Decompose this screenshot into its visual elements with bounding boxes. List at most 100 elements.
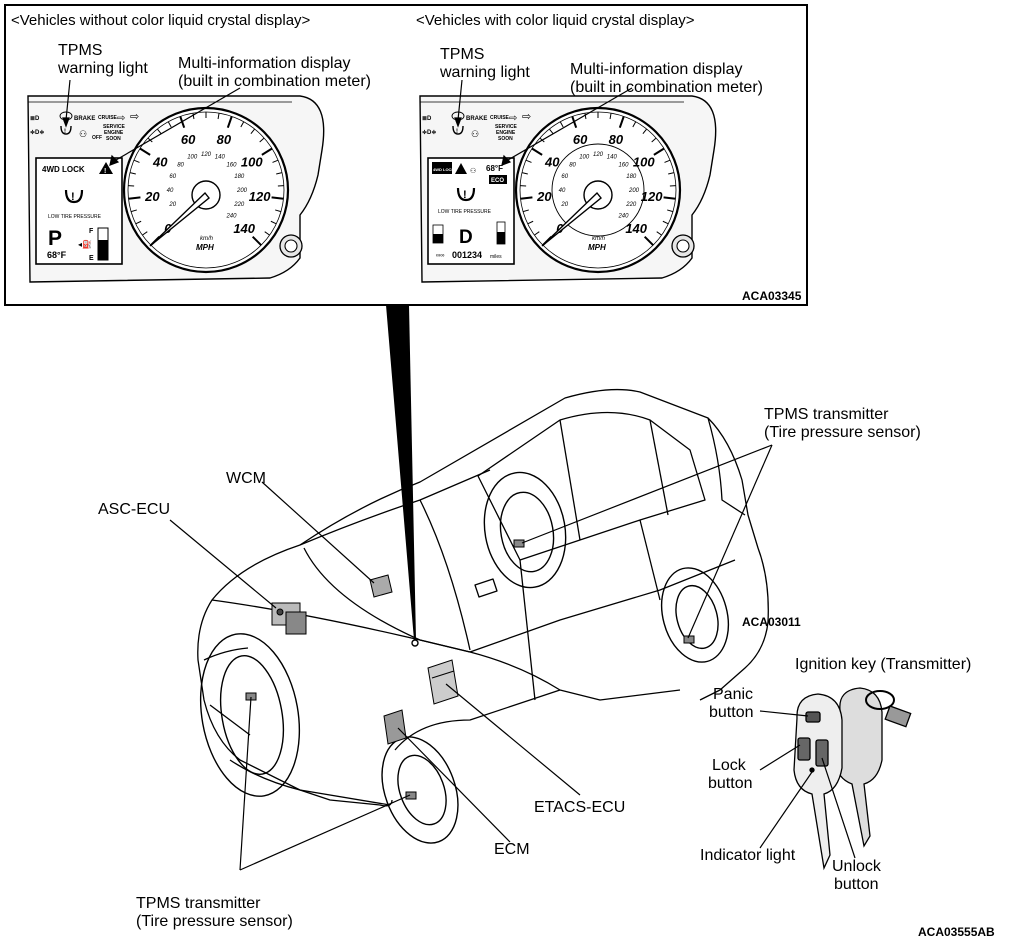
svg-text:≣D: ≣D (30, 112, 40, 122)
key-leaders (759, 710, 856, 859)
rear-right-wheel (660, 567, 730, 663)
cluster-right: ≣D ≑D≑ BRAKE CRUISE SERVICE ENGINE SOON … (419, 95, 717, 283)
svg-text:◂⛽: ◂⛽ (78, 239, 92, 249)
gauge-tick (226, 116, 233, 129)
unit-right: MPH (588, 243, 606, 252)
gauge-tick (651, 137, 657, 143)
mid-label-left-1: Multi-information display (178, 55, 351, 72)
service-line-2: ENGINE (104, 130, 124, 136)
eco-right: ECO (491, 178, 504, 184)
svg-text:!: ! (463, 189, 467, 201)
svg-text:⚇: ⚇ (79, 129, 87, 139)
gauge-tick (272, 159, 279, 163)
meter-location-dot (411, 639, 419, 647)
gauge-tick (128, 196, 141, 200)
left-panel-header: <Vehicles without color liquid crystal d… (11, 12, 311, 29)
svg-text:≑D≑: ≑D≑ (422, 129, 436, 136)
lock-label-2: button (708, 775, 752, 792)
temp-left: 68°F (47, 250, 67, 260)
pointer-wedge (386, 305, 416, 640)
mph-tick-label: 40 (152, 154, 168, 169)
gear-left: P (48, 227, 62, 250)
mph-tick-label: 40 (544, 154, 560, 169)
mph-tick-label: 80 (609, 132, 624, 147)
page-code: ACA03555AB (918, 925, 995, 939)
tpms-label-right-2: warning light (439, 64, 530, 81)
gauge-tick (139, 147, 151, 156)
mph-tick-label: 120 (641, 189, 663, 204)
kmh-tick-label: 200 (628, 188, 640, 194)
gauge-tick (527, 220, 534, 225)
gauge-tick (261, 147, 273, 156)
mph-tick-label: 60 (181, 132, 196, 147)
gauge-tick (522, 209, 529, 213)
svg-text:!: ! (64, 129, 66, 135)
unit-left: MPH (196, 243, 214, 252)
front-left-wheel (199, 633, 301, 797)
tpms-sensor-front-right (405, 791, 417, 800)
mid-label-right-2: (built in combination meter) (570, 79, 763, 96)
svg-text:!: ! (104, 168, 106, 175)
gauge-tick (135, 220, 142, 225)
ecm-label: ECM (494, 841, 530, 858)
unlock-label-1: Unlock (832, 858, 882, 875)
tpms-label-right-1: TPMS (440, 46, 484, 63)
tpms-right-label-2: (Tire pressure sensor) (764, 424, 921, 441)
svg-text:⚇: ⚇ (470, 167, 476, 175)
car-labels: WCM ASC-ECU TPMS transmitter (Tire press… (98, 406, 921, 930)
kmh-tick-label: 160 (618, 163, 629, 169)
mode-text-left: 4WD LOCK (42, 165, 85, 174)
fuel-empty-left: E (89, 255, 94, 262)
gauge-tick (520, 196, 533, 200)
gauge-tick (559, 121, 564, 128)
wcm-unit (369, 574, 393, 598)
off-indicator: OFF (92, 135, 102, 141)
mode-text-right: 4WD LOCK (433, 167, 454, 172)
fuel-full-left: F (89, 228, 94, 235)
gauge-tick (618, 116, 625, 129)
inset-text: <Vehicles without color liquid crystal d… (11, 12, 802, 303)
kmh-tick-label: 200 (236, 188, 248, 194)
inset-code: ACA03345 (742, 289, 802, 303)
gauge-tick (643, 235, 654, 246)
unit-small-right: km/h (592, 236, 606, 242)
gauge-tick (664, 159, 671, 163)
kmh-tick-label: 120 (593, 152, 604, 158)
kmh-tick-label: 160 (226, 163, 237, 169)
car-body (197, 388, 769, 807)
svg-text:!: ! (456, 129, 458, 135)
tpms-label-left-2: warning light (57, 60, 148, 77)
multi-info-display-left: 4WD LOCK ! ! LOW TIRE PRESSURE P 68°F F … (35, 157, 123, 265)
wcm-label: WCM (226, 470, 266, 487)
gauge-tick (264, 231, 270, 236)
service-line-3-right: SOON (498, 136, 513, 142)
gauge-tick (663, 196, 676, 200)
gauge-tick (275, 209, 282, 213)
mph-tick-label: 140 (233, 221, 255, 236)
unlock-label-2: button (834, 876, 878, 893)
gauge-tick (271, 196, 284, 200)
gauge-tick (251, 235, 262, 246)
gauge-tick (662, 220, 669, 225)
car-code: ACA03011 (742, 615, 801, 629)
service-line-1-right: SERVICE (495, 124, 518, 130)
ignition-key (793, 687, 912, 871)
tpms-warning-icon-right: ! (452, 125, 464, 135)
key-title: Ignition key (Transmitter) (795, 656, 971, 673)
low-tire-text-right: LOW TIRE PRESSURE (438, 209, 492, 215)
rear-left-wheel (483, 471, 567, 589)
gauge-tick (653, 147, 665, 156)
kmh-tick-label: 60 (561, 174, 568, 180)
tpms-bottom-label-1: TPMS transmitter (136, 895, 261, 912)
panic-label-1: Panic (713, 686, 753, 703)
mph-tick-label: 80 (217, 132, 232, 147)
gauge-tick (250, 128, 256, 135)
brake-indicator: BRAKE (74, 116, 95, 122)
gauge-tick (156, 128, 162, 135)
kmh-tick-label: 100 (187, 155, 198, 161)
odo-unit-right: miles (490, 254, 502, 260)
multi-info-display-right: 4WD LOCK ⚇ 68°F ECO ! LOW TIRE PRESSURE … (427, 157, 515, 265)
kmh-tick-label: 100 (579, 155, 590, 161)
